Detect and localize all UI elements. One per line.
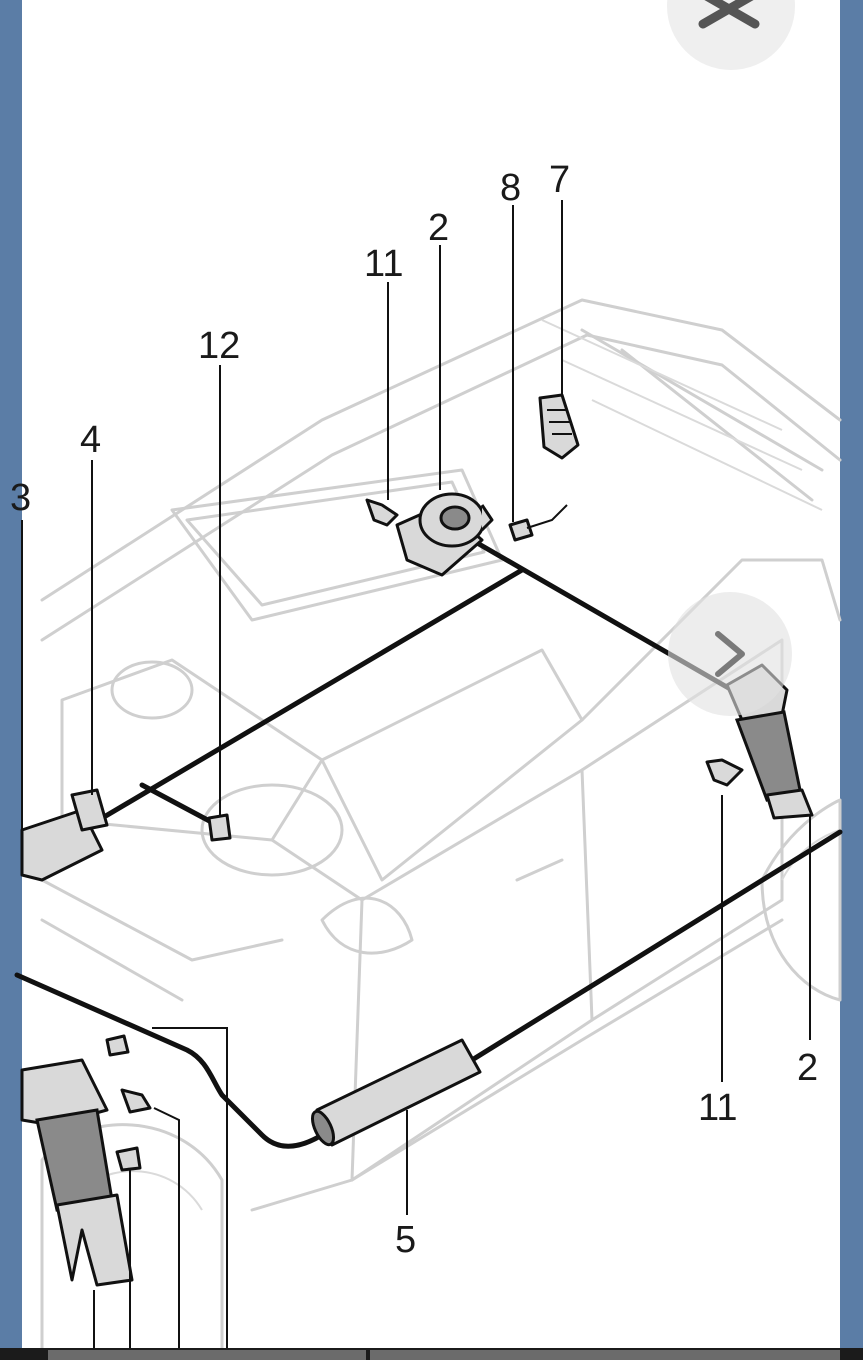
callout-11-top: 11 xyxy=(364,243,403,285)
bracket-rear xyxy=(705,758,744,787)
sensor-connector xyxy=(508,504,568,542)
thumbnail-segment[interactable] xyxy=(370,1350,840,1360)
bracket-top xyxy=(365,498,399,527)
front-strut-lower xyxy=(20,1058,134,1287)
close-icon xyxy=(698,0,760,29)
thumbnail-strip xyxy=(0,1348,863,1360)
callout-2-rear: 2 xyxy=(797,1047,818,1089)
control-unit xyxy=(538,393,580,460)
callout-2-top: 2 xyxy=(428,207,449,249)
air-lines xyxy=(14,537,843,1149)
small-fittings-front xyxy=(105,1034,152,1172)
callout-labels: 8 7 2 11 12 4 3 2 11 5 xyxy=(10,159,818,1261)
callout-11-rear: 11 xyxy=(698,1087,737,1129)
callout-3: 3 xyxy=(10,477,31,519)
callout-8: 8 xyxy=(500,167,521,209)
front-left-strut xyxy=(20,788,109,882)
next-image-button[interactable] xyxy=(668,592,792,716)
callout-4: 4 xyxy=(80,419,101,461)
compressor-unit xyxy=(395,492,494,577)
chevron-right-icon xyxy=(715,631,745,677)
suspension-diagram: 8 7 2 11 12 4 3 2 11 5 xyxy=(10,159,843,1354)
callout-7: 7 xyxy=(549,159,570,201)
valve-block xyxy=(207,813,232,842)
pressure-accumulator xyxy=(310,1038,482,1147)
callout-12: 12 xyxy=(198,325,240,367)
leader-lines xyxy=(21,200,811,1352)
thumbnail-segment[interactable] xyxy=(48,1350,366,1360)
callout-5: 5 xyxy=(395,1219,416,1261)
